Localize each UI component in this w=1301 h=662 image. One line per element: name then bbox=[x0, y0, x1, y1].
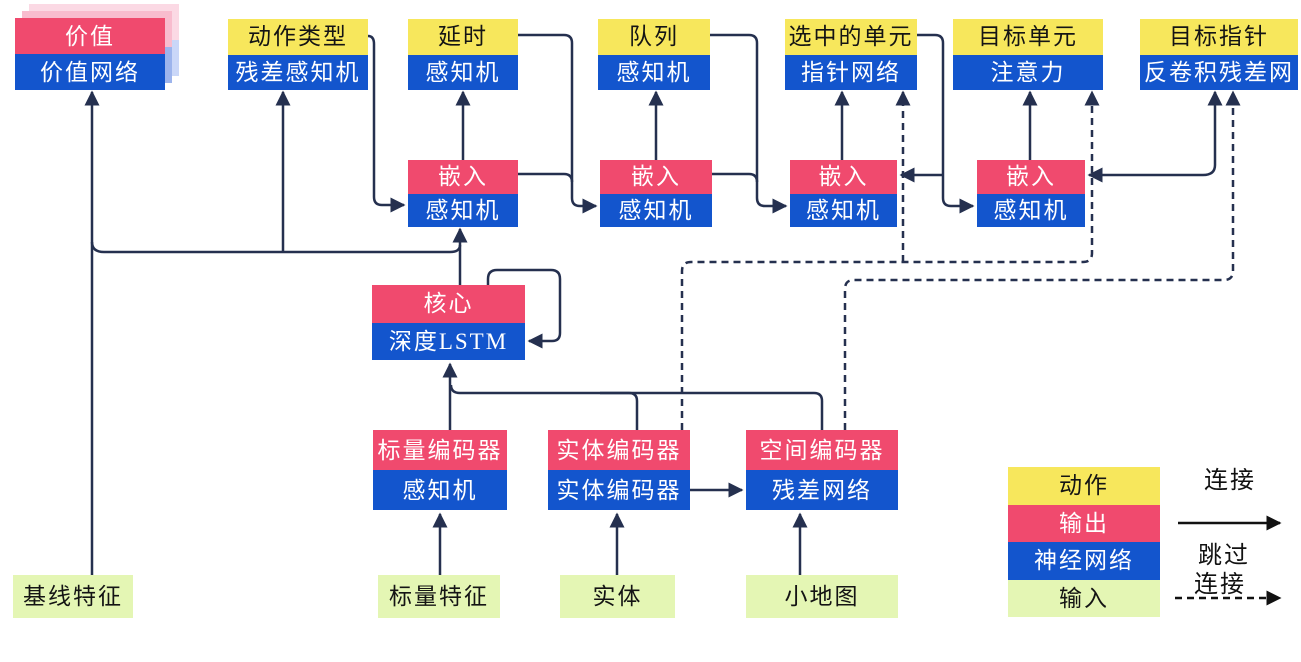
core-box: 核心 深度LSTM bbox=[372, 285, 525, 360]
edge-embed1-out bbox=[518, 172, 574, 183]
embed4-network-label: 感知机 bbox=[977, 193, 1085, 227]
input-scalar-features-box: 标量特征 bbox=[378, 575, 500, 618]
scalar-encoder-box: 标量编码器 感知机 bbox=[373, 430, 507, 510]
head-action-type-box: 动作类型 残差感知机 bbox=[228, 19, 368, 90]
value-network-label: 价值网络 bbox=[15, 54, 165, 90]
embed3-box: 嵌入 感知机 bbox=[790, 160, 897, 227]
entities-label: 实体 bbox=[560, 575, 675, 618]
input-baseline-features-box: 基线特征 bbox=[13, 575, 133, 618]
scalar-encoder-network-label: 感知机 bbox=[373, 470, 507, 510]
legend-input-label: 输入 bbox=[1008, 579, 1160, 617]
minimap-label: 小地图 bbox=[746, 575, 898, 618]
edge-action-type-to-embed1 bbox=[367, 34, 406, 213]
legend-skip-label-line1: 跳过 bbox=[1198, 543, 1250, 569]
embed2-label: 嵌入 bbox=[600, 160, 712, 194]
selected-units-network-label: 指针网络 bbox=[785, 54, 917, 90]
edge-core-branch-left bbox=[90, 241, 462, 254]
entity-encoder-network-label: 实体编码器 bbox=[548, 470, 690, 510]
embed4-box: 嵌入 感知机 bbox=[977, 160, 1085, 227]
entity-encoder-label: 实体编码器 bbox=[548, 430, 690, 470]
queue-label: 队列 bbox=[598, 19, 710, 55]
spatial-encoder-box: 空间编码器 残差网络 bbox=[746, 430, 898, 510]
edge-delay-to-embed2 bbox=[518, 33, 598, 214]
head-value-box: 价值 价值网络 bbox=[15, 18, 165, 90]
action-type-label: 动作类型 bbox=[228, 19, 368, 55]
baseline-features-label: 基线特征 bbox=[13, 575, 133, 618]
scalar-features-label: 标量特征 bbox=[378, 575, 500, 618]
legend-action-label: 动作 bbox=[1008, 467, 1160, 505]
target-unit-label: 目标单元 bbox=[953, 19, 1103, 55]
edge-embed2-out bbox=[712, 172, 759, 183]
delay-label: 延时 bbox=[408, 19, 518, 55]
embed2-box: 嵌入 感知机 bbox=[600, 160, 712, 227]
entity-encoder-box: 实体编码器 实体编码器 bbox=[548, 430, 690, 510]
delay-network-label: 感知机 bbox=[408, 54, 518, 90]
edge-embed4-to-target-point bbox=[1087, 90, 1223, 183]
core-network-label: 深度LSTM bbox=[372, 322, 525, 360]
edge-spatial-skip-to-target-point bbox=[843, 90, 1241, 430]
core-label: 核心 bbox=[372, 285, 525, 323]
embed2-network-label: 感知机 bbox=[600, 193, 712, 227]
head-target-unit-box: 目标单元 注意力 bbox=[953, 19, 1103, 90]
head-target-point-box: 目标指针 反卷积残差网 bbox=[1140, 19, 1298, 90]
embed3-network-label: 感知机 bbox=[790, 193, 897, 227]
embed1-label: 嵌入 bbox=[408, 160, 518, 194]
head-queue-box: 队列 感知机 bbox=[598, 19, 710, 90]
legend-connection-label: 连接 bbox=[1204, 468, 1256, 494]
queue-network-label: 感知机 bbox=[598, 54, 710, 90]
head-selected-units-box: 选中的单元 指针网络 bbox=[785, 19, 917, 90]
embed1-network-label: 感知机 bbox=[408, 193, 518, 227]
edge-entity-skip-to-attention bbox=[680, 90, 1100, 430]
input-minimap-box: 小地图 bbox=[746, 575, 898, 618]
input-entities-box: 实体 bbox=[560, 575, 675, 618]
scalar-encoder-label: 标量编码器 bbox=[373, 430, 507, 470]
edge-entity-to-core bbox=[600, 391, 639, 430]
target-point-network-label: 反卷积残差网 bbox=[1140, 54, 1298, 90]
legend-network-label: 神经网络 bbox=[1008, 542, 1160, 580]
target-point-label: 目标指针 bbox=[1140, 19, 1298, 55]
edge-queue-to-embed3 bbox=[710, 33, 788, 214]
spatial-encoder-label: 空间编码器 bbox=[746, 430, 898, 470]
embed3-label: 嵌入 bbox=[790, 160, 897, 194]
legend-output-label: 输出 bbox=[1008, 504, 1160, 542]
legend-color-key: 动作 输出 神经网络 输入 bbox=[1008, 467, 1160, 617]
spatial-encoder-network-label: 残差网络 bbox=[746, 470, 898, 510]
legend-skip-label-line2: 连接 bbox=[1194, 572, 1246, 598]
head-delay-box: 延时 感知机 bbox=[408, 19, 518, 90]
edge-selected-to-embed4 bbox=[917, 33, 975, 214]
target-unit-network-label: 注意力 bbox=[953, 54, 1103, 90]
edge-spatial-to-core bbox=[449, 384, 824, 430]
embed4-label: 嵌入 bbox=[977, 160, 1085, 194]
value-output-label: 价值 bbox=[15, 18, 165, 54]
embed1-box: 嵌入 感知机 bbox=[408, 160, 518, 227]
action-type-network-label: 残差感知机 bbox=[228, 54, 368, 90]
selected-units-label: 选中的单元 bbox=[785, 19, 917, 55]
edge-core-self-loop bbox=[486, 268, 562, 349]
